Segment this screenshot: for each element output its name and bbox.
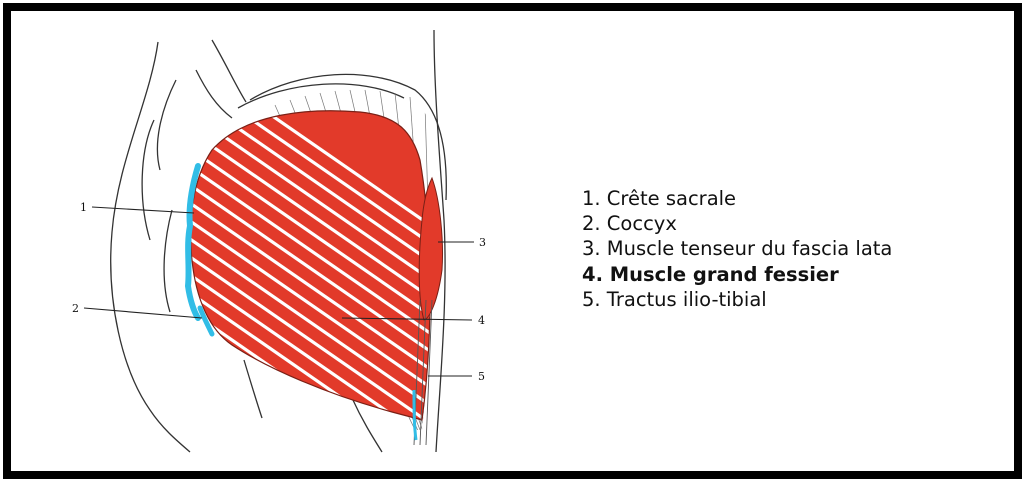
legend-item-coccyx: 2. Coccyx [582,211,892,236]
legend-item-iliotibial-tract: 5. Tractus ilio-tibial [582,287,892,312]
callout-5: 5 [478,370,485,383]
legend-list: 1. Crête sacrale 2. Coccyx 3. Muscle ten… [582,186,892,312]
gluteus-maximus-muscle [180,52,440,484]
legend-item-sacral-crest: 1. Crête sacrale [582,186,892,211]
legend-item-tensor-fascia-lata: 3. Muscle tenseur du fascia lata [582,236,892,261]
callout-2: 2 [72,302,79,315]
legend-item-gluteus-maximus: 4. Muscle grand fessier [582,262,892,287]
callout-1: 1 [80,201,87,214]
callout-4: 4 [478,314,485,327]
callout-3: 3 [479,236,486,249]
